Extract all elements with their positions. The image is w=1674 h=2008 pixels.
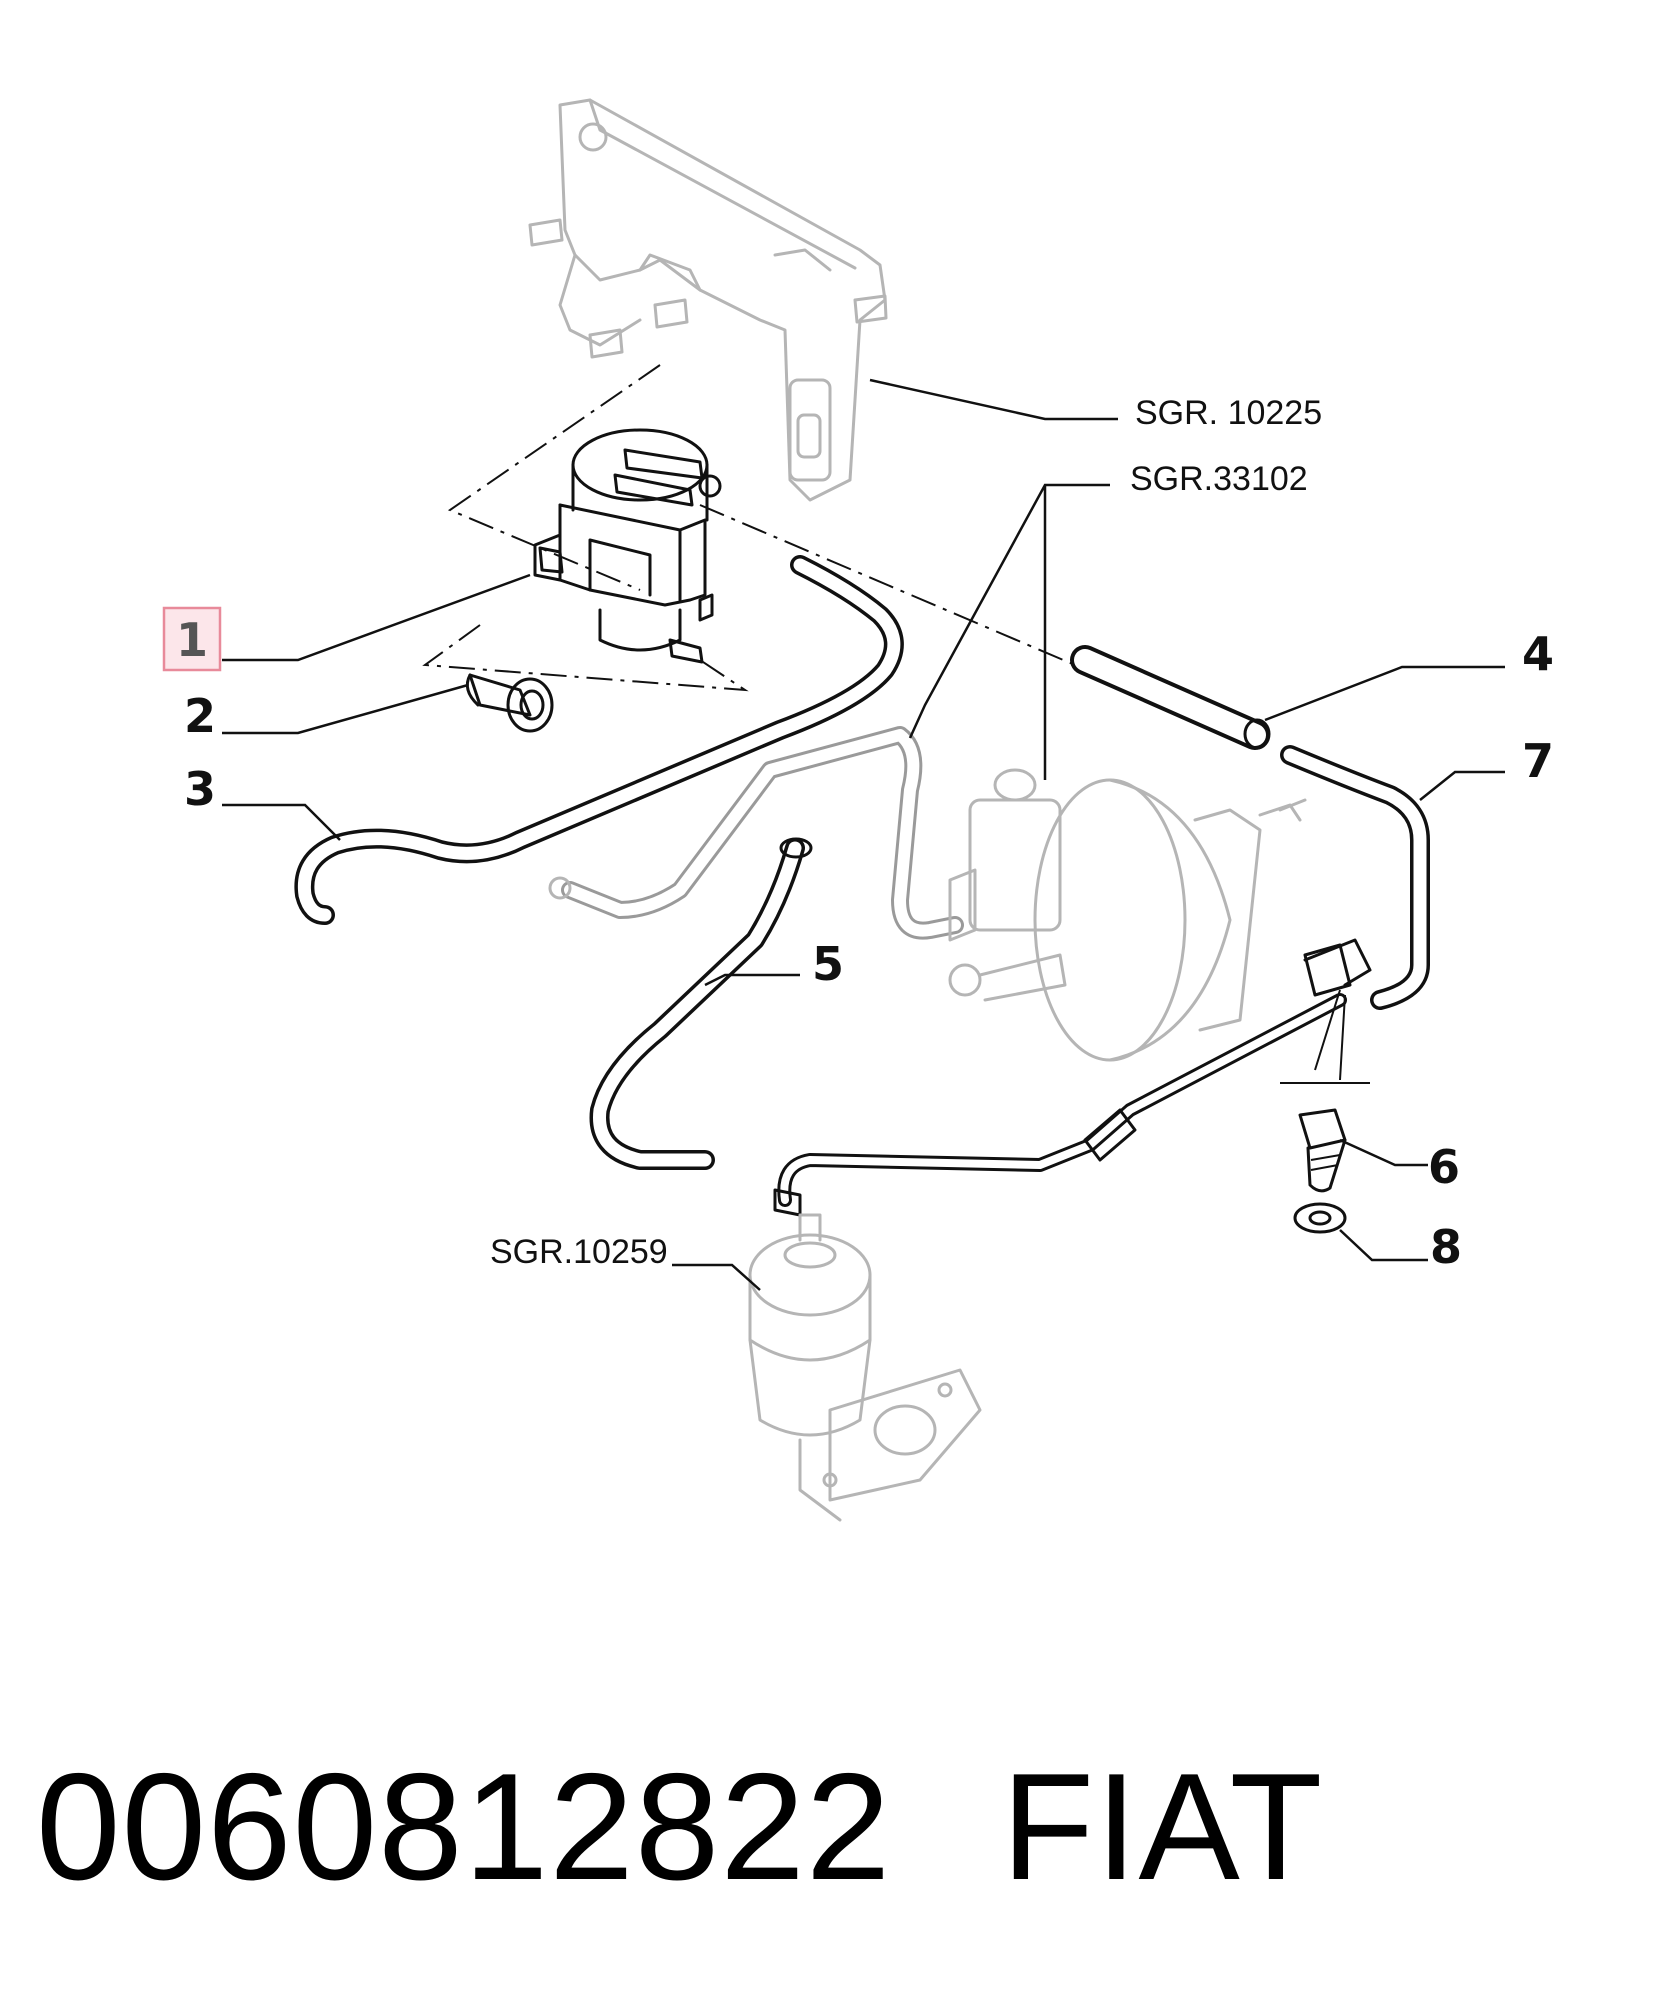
dashed-guide-screw <box>422 624 749 692</box>
hose-7 <box>1280 745 1430 1010</box>
brand-name: FIAT <box>1001 1742 1324 1912</box>
leader-4 <box>1264 665 1505 722</box>
ref-sgr-10259[interactable]: SGR.10259 <box>490 1233 668 1271</box>
leader-6 <box>1339 1138 1428 1167</box>
hose-4 <box>1070 645 1271 750</box>
leader-8 <box>1339 1229 1428 1262</box>
washer <box>1293 1202 1347 1234</box>
hose-3 <box>294 555 904 925</box>
hose-5 <box>589 837 813 1170</box>
mount-bracket <box>1280 938 1372 1084</box>
callout-4[interactable]: 4 <box>1522 627 1554 681</box>
dashed-guide-bracket <box>447 364 661 591</box>
leader-5 <box>704 973 800 987</box>
callout-5[interactable]: 5 <box>812 937 844 991</box>
part-number-footer: 0060812822 FIAT <box>36 1740 1323 1915</box>
callout-1-highlight <box>162 606 222 672</box>
part-number: 0060812822 <box>36 1742 892 1912</box>
brake-booster-ghost <box>948 768 1307 1062</box>
leader-2 <box>222 683 469 735</box>
callout-7[interactable]: 7 <box>1522 734 1554 788</box>
egr-valve-ghost <box>748 1213 982 1522</box>
callout-6[interactable]: 6 <box>1428 1140 1460 1194</box>
callout-8[interactable]: 8 <box>1430 1220 1462 1274</box>
callout-2[interactable]: 2 <box>184 689 216 743</box>
leader-1 <box>222 573 531 662</box>
leader-7 <box>1419 770 1505 801</box>
solenoid-valve <box>533 428 722 664</box>
leader-3 <box>222 803 341 841</box>
mounting-bracket-ghost <box>528 98 888 502</box>
callout-3[interactable]: 3 <box>184 762 216 816</box>
screw <box>465 673 554 733</box>
booster-pipe-ghost <box>548 726 964 940</box>
ref-sgr-33102[interactable]: SGR.33102 <box>1130 460 1308 498</box>
leader-sgr-10225 <box>869 378 1118 421</box>
callout-1[interactable]: 1 <box>176 613 208 667</box>
bolt <box>1298 1108 1347 1193</box>
ref-sgr-10225[interactable]: SGR. 10225 <box>1135 394 1322 432</box>
parts-diagram: 1 2 3 4 5 6 7 8 SGR. 10225 SGR.33102 SGR… <box>162 98 1554 1522</box>
leader-sgr-33102 <box>908 483 1110 780</box>
dashed-guide-hose4 <box>699 504 1076 666</box>
leader-sgr-10259 <box>672 1263 761 1291</box>
